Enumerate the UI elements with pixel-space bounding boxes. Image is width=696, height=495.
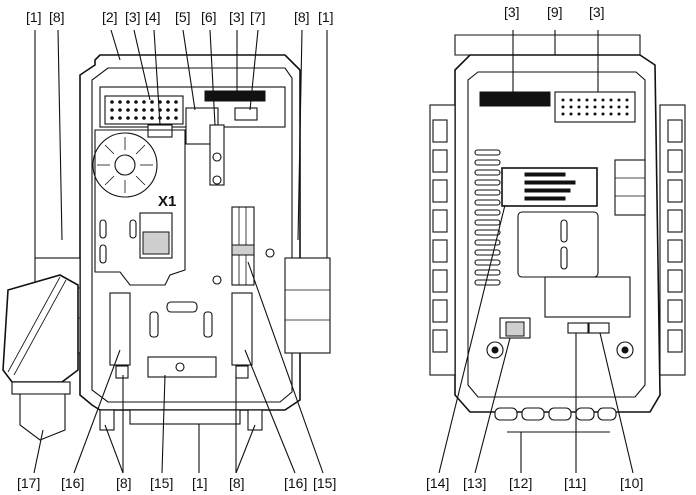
callout-label: [15] xyxy=(150,475,173,491)
screw xyxy=(212,275,222,285)
left-device-view: X1 xyxy=(79,54,301,431)
bracket-right-foot xyxy=(235,365,249,379)
cover-slot xyxy=(560,219,568,243)
callout-label: [14] xyxy=(426,475,449,491)
connector-7 xyxy=(234,107,258,121)
callout-label: [8] xyxy=(49,9,65,25)
bracket-left-foot xyxy=(115,365,129,379)
cover-plug xyxy=(2,274,79,383)
bottom-gland-strip xyxy=(129,409,241,425)
screw xyxy=(265,248,275,258)
callout-label: [9] xyxy=(547,4,563,20)
slot xyxy=(99,219,107,239)
callout-label: [7] xyxy=(250,9,266,25)
callout-label: [6] xyxy=(201,9,217,25)
pin-header-dots xyxy=(561,98,629,116)
x1-terminal-screws xyxy=(142,231,170,255)
foot-right xyxy=(247,409,263,431)
callout-label: [4] xyxy=(145,9,161,25)
terminal-stack-mid xyxy=(231,244,255,256)
cover-plate xyxy=(517,211,599,278)
micro-connector-10 xyxy=(588,322,610,334)
plug-connector xyxy=(19,393,66,441)
ground-screw-right-inner xyxy=(621,346,629,354)
callout-label: [13] xyxy=(463,475,486,491)
ground-screw-left-inner xyxy=(491,346,499,354)
bracket-left xyxy=(109,292,131,366)
cable-clamp-top xyxy=(166,301,198,313)
cover-slot xyxy=(560,246,568,270)
micro-connector-11 xyxy=(567,322,589,334)
plug-base xyxy=(11,381,71,395)
callout-label: [8] xyxy=(229,475,245,491)
relay-module xyxy=(614,159,646,216)
cable-clamp-right xyxy=(203,311,213,338)
fan xyxy=(92,132,158,198)
screw xyxy=(212,152,222,162)
right-device-view xyxy=(429,34,686,421)
callout-labels-right-bottom: [14] [13] [12] [11] [10] xyxy=(426,475,643,491)
bracket-right xyxy=(231,292,253,366)
lower-plate xyxy=(544,276,631,318)
x1-marking: X1 xyxy=(158,193,176,210)
callout-label: [17] xyxy=(17,475,40,491)
callout-label: [10] xyxy=(620,475,643,491)
callout-label: [3] xyxy=(504,4,520,20)
right-top-frame xyxy=(454,34,641,56)
callout-label: [16] xyxy=(61,475,84,491)
callout-label: [8] xyxy=(294,9,310,25)
callout-label: [3] xyxy=(229,9,245,25)
leader-lines xyxy=(33,29,634,474)
screw xyxy=(212,175,222,185)
slot xyxy=(129,219,137,239)
screw xyxy=(175,362,185,372)
cable-clamp-left xyxy=(149,311,159,338)
callout-label: [15] xyxy=(313,475,336,491)
callout-label: [1] xyxy=(318,9,334,25)
callout-labels-left-bottom: [17] [16] [8] [15] [1] [8] [16] [15] xyxy=(17,475,336,491)
slot xyxy=(99,244,107,264)
callout-labels-left-top: [1] [8] [2] [3] [4] [5] [6] [3] [7] [8] … xyxy=(26,9,334,25)
callout-label: [1] xyxy=(26,9,42,25)
callout-label: [8] xyxy=(116,475,132,491)
callout-label: [2] xyxy=(102,9,118,25)
callout-labels-right-top: [3] [9] [3] xyxy=(504,4,605,20)
terminal-dots xyxy=(110,100,178,120)
fan-module-outline xyxy=(94,129,186,286)
foot-left xyxy=(99,409,115,431)
side-fins-left xyxy=(429,104,456,376)
callout-label: [12] xyxy=(509,475,532,491)
callout-label: [16] xyxy=(284,475,307,491)
side-module xyxy=(2,257,331,441)
callout-label: [5] xyxy=(175,9,191,25)
side-fins-right xyxy=(659,104,686,376)
ribbon-connector-rear xyxy=(479,91,551,107)
callout-label: [11] xyxy=(564,475,586,491)
callout-label: [3] xyxy=(589,4,605,20)
side-frame-right xyxy=(284,257,331,354)
ribbon-connector xyxy=(204,90,266,102)
callout-label: [1] xyxy=(192,475,208,491)
callout-label: [3] xyxy=(125,9,141,25)
rj-connector-body xyxy=(505,321,525,337)
cable-glands xyxy=(494,407,617,421)
